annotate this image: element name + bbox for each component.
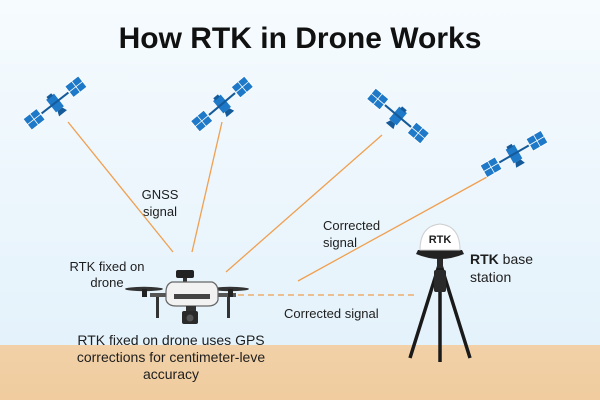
base-station-label-rest: base <box>498 251 534 267</box>
caption-line2: corrections for centimeter-leve <box>76 349 266 365</box>
gnss-signal-label-line1: GNSS <box>141 187 179 202</box>
page-title: How RTK in Drone Works <box>118 22 482 55</box>
gnss-signal-label-line2: signal <box>143 204 177 219</box>
corrected-signal-upper-line2: signal <box>323 235 357 250</box>
gnss-signal-line-1 <box>67 121 174 253</box>
base-station-icon <box>408 223 472 362</box>
corrected-signal-line-upper <box>297 176 488 282</box>
base-station-label: RTK base station <box>470 250 533 286</box>
drone-icon <box>125 270 249 324</box>
ground <box>0 345 600 400</box>
corrected-signal-upper-label: Corrected signal <box>323 217 380 251</box>
satellite-icon <box>20 72 92 136</box>
corrected-signal-upper-line1: Corrected <box>323 218 381 233</box>
satellite-icon <box>361 84 433 150</box>
corrected-signal-lower-label: Corrected signal <box>284 306 379 321</box>
base-station-label-bold: RTK <box>470 251 499 267</box>
gnss-signal-line-2 <box>191 121 223 253</box>
rtk-fixed-label-line1: RTK fixed on <box>69 259 145 274</box>
satellite-icon <box>477 126 552 184</box>
caption-line1: RTK fixed on drone uses GPS <box>77 332 265 348</box>
caption: RTK fixed on drone uses GPS corrections … <box>46 332 296 383</box>
antenna-label: RTK <box>428 234 452 246</box>
base-station-label-line2: station <box>470 269 512 285</box>
sky-background <box>0 0 600 345</box>
rtk-fixed-label-line2: drone <box>90 275 124 290</box>
gnss-signal-label: GNSS signal <box>133 186 187 220</box>
rtk-fixed-label: RTK fixed on drone <box>58 259 156 291</box>
gnss-signal-line-3 <box>225 134 383 273</box>
caption-line3: accuracy <box>142 366 200 382</box>
satellite-icon <box>187 72 259 138</box>
